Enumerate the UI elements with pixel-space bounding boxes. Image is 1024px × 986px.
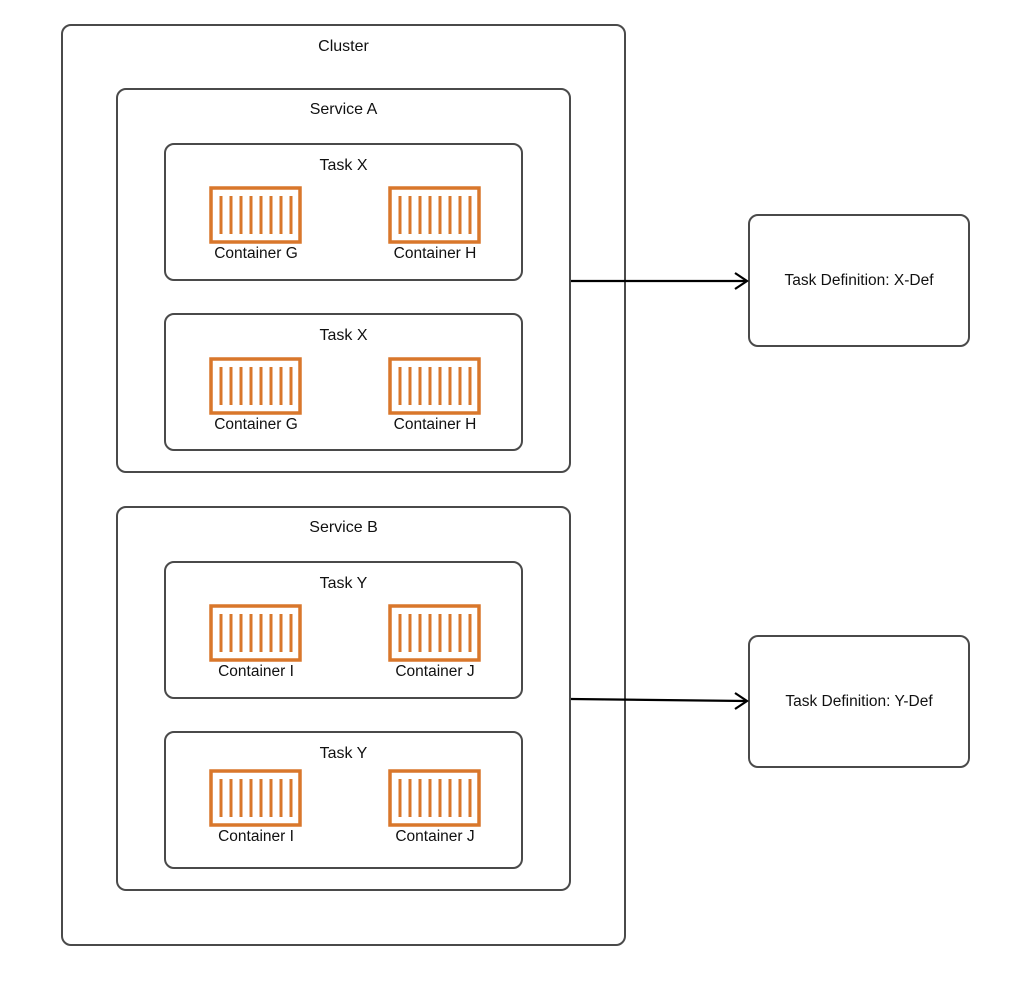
container-label: Container J — [395, 663, 475, 680]
container-label: Container H — [393, 245, 477, 262]
container-icon — [209, 769, 302, 827]
service-b-arrowhead — [734, 692, 749, 710]
container-label: Container J — [395, 828, 475, 845]
task-definition-x-box: Task Definition: X-Def — [748, 214, 970, 347]
container-icon — [209, 186, 302, 244]
container-icon — [388, 604, 481, 662]
container-label: Container G — [214, 416, 298, 433]
service-b-arrow — [570, 697, 747, 703]
task-box: Task Y — [164, 731, 523, 869]
cluster-label: Cluster — [318, 38, 369, 55]
container-icon — [209, 604, 302, 662]
service-a-arrowhead — [734, 272, 749, 290]
container-icon — [209, 357, 302, 415]
task-definition-y-label: Task Definition: Y-Def — [785, 692, 933, 710]
container-label: Container H — [393, 416, 477, 433]
task-definition-x-label: Task Definition: X-Def — [784, 271, 934, 289]
container-icon — [388, 769, 481, 827]
service-a-label: Service A — [309, 101, 378, 118]
task-label: Task X — [319, 157, 368, 174]
task-label: Task Y — [319, 745, 368, 762]
container-label: Container I — [218, 828, 294, 845]
task-box: Task X — [164, 313, 523, 451]
task-box: Task Y — [164, 561, 523, 699]
container-icon — [388, 357, 481, 415]
container-label: Container I — [218, 663, 294, 680]
task-definition-y-box: Task Definition: Y-Def — [748, 635, 970, 768]
container-label: Container G — [214, 245, 298, 262]
service-b-label: Service B — [309, 519, 378, 536]
task-label: Task Y — [319, 575, 368, 592]
task-box: Task X — [164, 143, 523, 281]
container-icon — [388, 186, 481, 244]
task-label: Task X — [319, 327, 368, 344]
